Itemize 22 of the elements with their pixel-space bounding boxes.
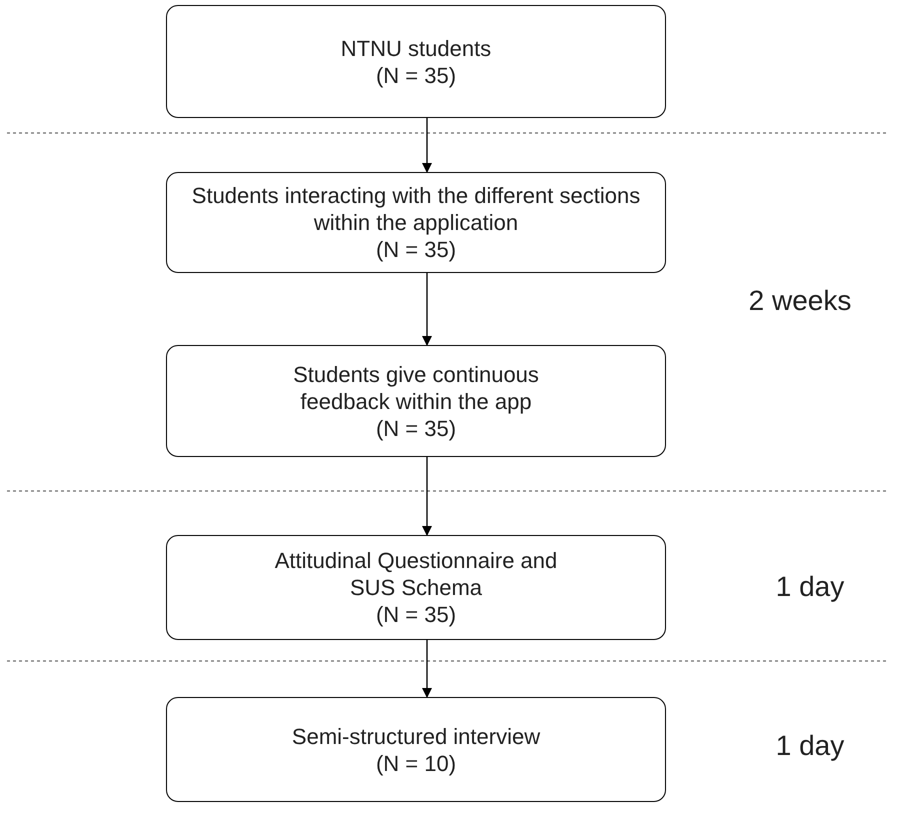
sample-size-text: (N = 35): [376, 601, 456, 628]
duration-label: 1 day: [774, 570, 846, 604]
arrow: [422, 118, 432, 173]
duration-label: 2 weeks: [748, 284, 852, 318]
process-box: [166, 535, 666, 640]
process-box: [166, 345, 666, 457]
sample-size-text: (N = 35): [376, 236, 456, 263]
step-text: Students give continuous feedback within the app: [292, 360, 540, 414]
sample-size-text: (N = 35): [376, 414, 456, 442]
step-text: NTNU students: [340, 34, 492, 62]
step-text: Attitudinal Questionnaire and SUS Schema: [274, 547, 558, 601]
process-box: [166, 172, 666, 273]
step-text: Semi-structured interview: [292, 722, 540, 750]
process-box: [166, 5, 666, 118]
arrow: [422, 273, 432, 346]
arrow: [422, 640, 432, 698]
step-text: Students interacting with the different sections within the application: [190, 182, 642, 236]
process-box: [166, 697, 666, 802]
sample-size-text: (N = 35): [376, 62, 456, 88]
duration-label: 1 day: [774, 729, 846, 763]
sample-size-text: (N = 10): [376, 750, 456, 776]
arrow: [422, 457, 432, 536]
